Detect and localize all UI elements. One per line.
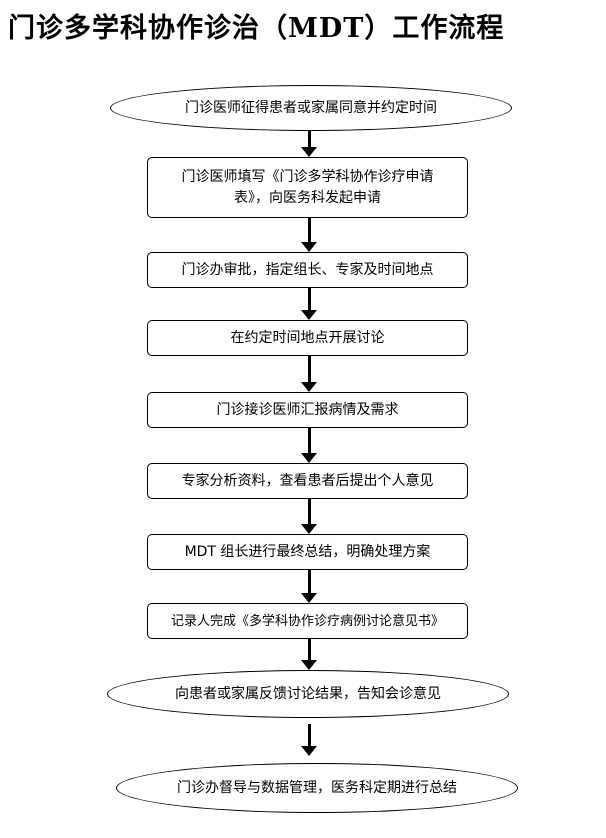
step-obtain-consent: 门诊医师征得患者或家属同意并约定时间 (110, 85, 512, 131)
step-label: 门诊接诊医师汇报病情及需求 (216, 401, 399, 418)
step-report-condition: 门诊接诊医师汇报病情及需求 (147, 392, 468, 428)
step-label-line-2: 表》，向医务科发起申请 (234, 189, 381, 206)
flow-arrow (301, 499, 317, 534)
step-submit-application: 门诊医师填写《门诊多学科协作诊疗申请 表》，向医务科发起申请 (147, 157, 468, 218)
step-discussion: 在约定时间地点开展讨论 (147, 320, 468, 356)
flow-arrow (301, 131, 317, 157)
step-label-line-1: 门诊医师填写《门诊多学科协作诊疗申请 (181, 168, 434, 185)
flow-arrow (301, 218, 317, 252)
step-supervision: 门诊办督导与数据管理，医务科定期进行总结 (116, 763, 518, 813)
step-label: 门诊医师征得患者或家属同意并约定时间 (185, 99, 437, 116)
flow-arrow (301, 724, 317, 756)
step-expert-analysis: 专家分析资料，查看患者后提出个人意见 (147, 463, 468, 499)
step-label: MDT 组长进行最终总结，明确处理方案 (184, 543, 431, 560)
flow-arrow (301, 570, 317, 603)
step-final-summary: MDT 组长进行最终总结，明确处理方案 (147, 534, 468, 570)
step-label: 向患者或家属反馈讨论结果，告知会诊意见 (175, 685, 441, 702)
step-label: 门诊办审批，指定组长、专家及时间地点 (181, 261, 434, 278)
step-label: 专家分析资料，查看患者后提出个人意见 (181, 472, 434, 489)
flow-arrow (301, 639, 317, 670)
flow-arrow (301, 356, 317, 392)
page-title: 门诊多学科协作诊治（MDT）工作流程 (8, 13, 505, 44)
step-feedback: 向患者或家属反馈讨论结果，告知会诊意见 (107, 670, 509, 718)
step-label: 在约定时间地点开展讨论 (230, 329, 385, 346)
step-label: 门诊办督导与数据管理，医务科定期进行总结 (177, 779, 457, 796)
flow-arrow (301, 428, 317, 463)
step-approval: 门诊办审批，指定组长、专家及时间地点 (147, 252, 468, 288)
step-label: 记录人完成《多学科协作诊疗病例讨论意见书》 (170, 613, 444, 629)
flow-arrow (301, 288, 317, 320)
step-record-opinion: 记录人完成《多学科协作诊疗病例讨论意见书》 (147, 603, 468, 639)
